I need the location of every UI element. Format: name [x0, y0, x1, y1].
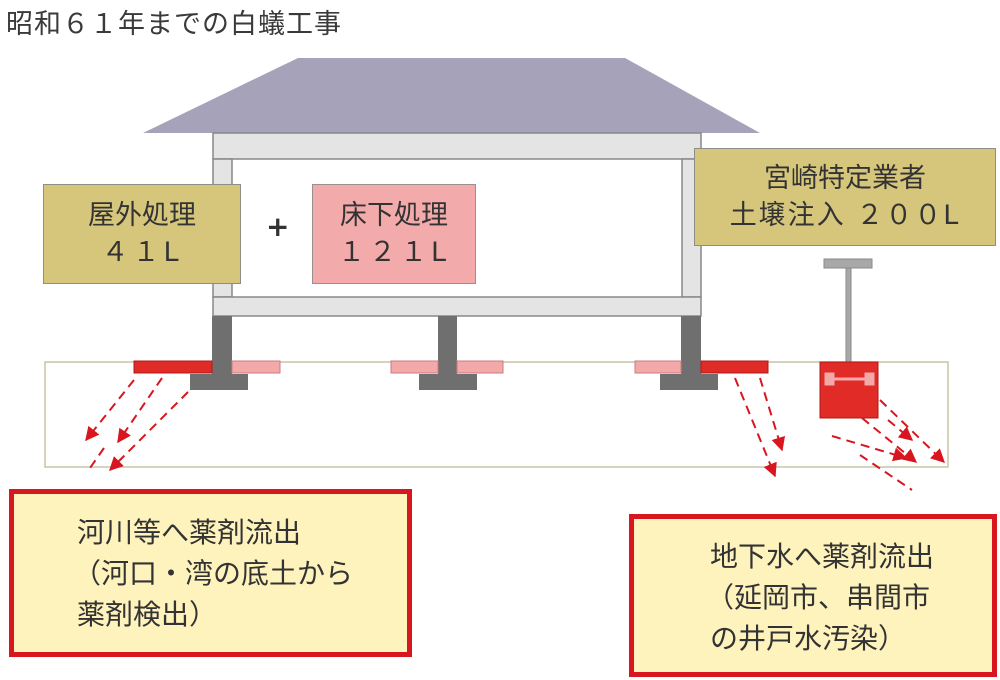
underfloor-treatment-label: 床下処理 — [340, 200, 448, 231]
river-outflow-detail-2: 薬剤検出） — [77, 598, 218, 631]
pillar-left — [212, 316, 232, 376]
river-outflow-title: 河川等へ薬剤流出 — [77, 516, 302, 549]
chemical-underfloor-middle-right — [456, 360, 504, 374]
roof — [143, 58, 760, 133]
river-outflow-box: 河川等へ薬剤流出 （河口・湾の底土から 薬剤検出） — [9, 489, 412, 657]
outside-treatment-box: 屋外処理 ４１L — [43, 184, 241, 284]
floor-beam — [212, 296, 702, 317]
groundwater-outflow-title: 地下水へ薬剤流出 — [710, 540, 935, 573]
diagram-title: 昭和６１年までの白蟻工事 — [6, 9, 342, 40]
miyazaki-contractor-label: 宮崎特定業者 — [764, 163, 926, 194]
footing-middle — [419, 374, 477, 390]
chemical-underfloor-middle-left — [390, 360, 439, 374]
flow-arrows-left — [85, 377, 189, 471]
outside-treatment-label: 屋外処理 — [88, 200, 196, 231]
upper-beam — [212, 132, 702, 160]
pillar-right — [681, 316, 701, 376]
soil-injection-zone — [819, 361, 879, 419]
chemical-underfloor-left — [231, 360, 281, 374]
chemical-underfloor-right — [634, 360, 682, 374]
footing-right — [660, 374, 718, 390]
miyazaki-contractor-volume: 土壌注入 ２００L — [729, 200, 961, 231]
underfloor-treatment-volume: １２１L — [337, 237, 451, 268]
injector-nozzle — [824, 372, 875, 386]
flow-arrows-right — [734, 377, 786, 478]
underfloor-treatment-box: 床下処理 １２１L — [312, 184, 476, 284]
groundwater-outflow-box: 地下水へ薬剤流出 （延岡市、串間市 の井戸水汚染） — [629, 514, 997, 677]
miyazaki-contractor-box: 宮崎特定業者 土壌注入 ２００L — [694, 148, 996, 246]
chemical-outside-right — [700, 360, 769, 374]
injector-handle — [823, 258, 873, 269]
chemical-outside-left — [133, 360, 213, 374]
plus-sign: + — [266, 210, 290, 243]
river-outflow-detail-1: （河口・湾の底土から — [73, 557, 354, 590]
ground-layer — [44, 361, 949, 468]
outside-treatment-volume: ４１L — [101, 237, 183, 268]
groundwater-outflow-detail-2: の井戸水汚染） — [710, 622, 907, 655]
groundwater-outflow-detail-1: （延岡市、串間市 — [706, 581, 931, 614]
footing-left — [190, 374, 248, 390]
pillar-middle — [438, 316, 457, 376]
flow-arrows-injection — [831, 399, 946, 491]
